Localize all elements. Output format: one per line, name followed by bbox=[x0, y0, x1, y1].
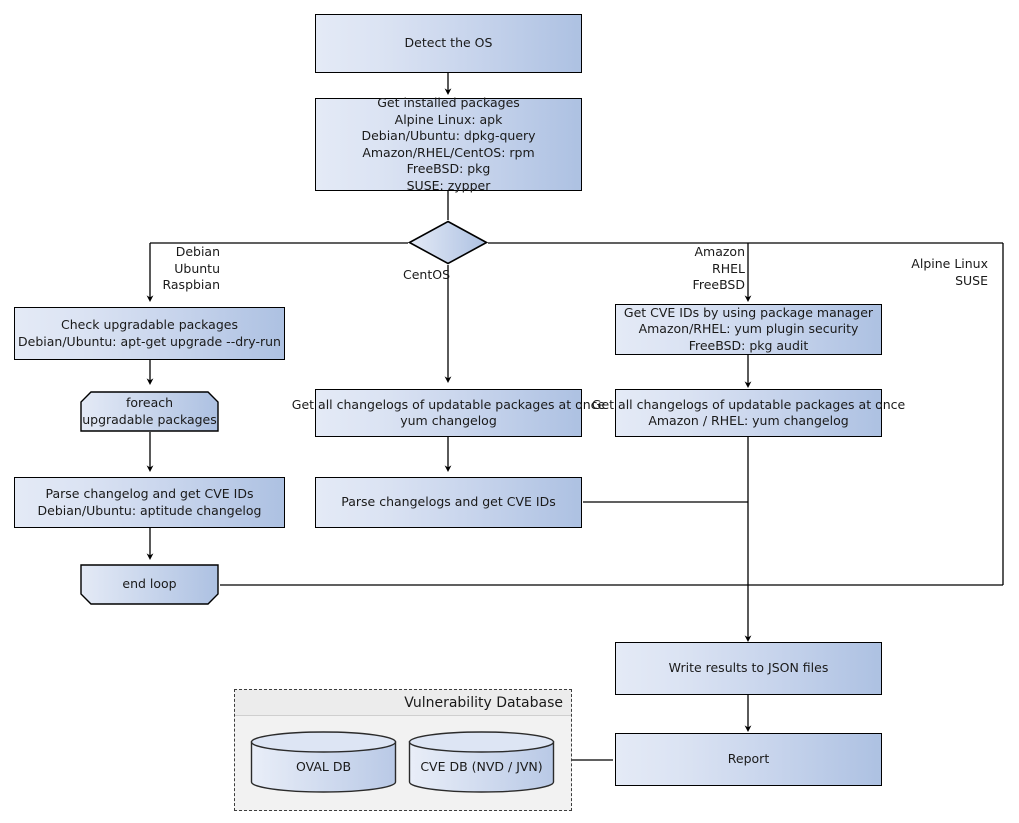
database-cylinder-oval-label: OVAL DB bbox=[295, 758, 352, 774]
database-cylinder-cve-label: CVE DB (NVD / JVN) bbox=[420, 758, 543, 774]
database-icon bbox=[408, 731, 555, 793]
node-end-loop-label: end loop bbox=[122, 576, 177, 592]
node-detect-os-label: Detect the OS bbox=[404, 35, 493, 51]
database-cylinder-cve[interactable]: CVE DB (NVD / JVN) bbox=[408, 731, 555, 793]
loop-start-shape bbox=[80, 391, 219, 432]
loop-end-shape bbox=[80, 564, 219, 605]
node-report[interactable]: Report bbox=[615, 733, 882, 786]
vulnerability-database-title: Vulnerability Database bbox=[235, 690, 571, 716]
node-os-decision[interactable] bbox=[407, 220, 489, 265]
node-report-label: Report bbox=[727, 751, 770, 767]
diamond-icon bbox=[407, 220, 489, 265]
node-detect-os[interactable]: Detect the OS bbox=[315, 14, 582, 73]
node-get-changelogs-centos[interactable]: Get all changelogs of updatable packages… bbox=[292, 389, 605, 437]
node-write-results-label: Write results to JSON files bbox=[668, 660, 829, 676]
branch-label-centos-text: CentOS bbox=[402, 267, 450, 282]
node-get-changelogs-centos-label: Get all changelogs of updatable packages… bbox=[291, 396, 606, 429]
database-cylinder-oval[interactable]: OVAL DB bbox=[250, 731, 397, 793]
node-get-changelogs-amazon[interactable]: Get all changelogs of updatable packages… bbox=[592, 389, 905, 437]
branch-label-centos: CentOS bbox=[320, 267, 450, 284]
node-get-changelogs-amazon-label: Get all changelogs of updatable packages… bbox=[591, 396, 906, 429]
vulnerability-database-group: Vulnerability Database OVAL DB bbox=[234, 689, 572, 811]
node-parse-changelogs-centos[interactable]: Parse changelogs and get CVE IDs bbox=[315, 477, 582, 528]
database-icon bbox=[250, 731, 397, 793]
node-end-loop[interactable]: end loop bbox=[80, 564, 219, 605]
node-write-results[interactable]: Write results to JSON files bbox=[615, 642, 882, 695]
node-parse-changelogs-centos-label: Parse changelogs and get CVE IDs bbox=[341, 494, 556, 510]
